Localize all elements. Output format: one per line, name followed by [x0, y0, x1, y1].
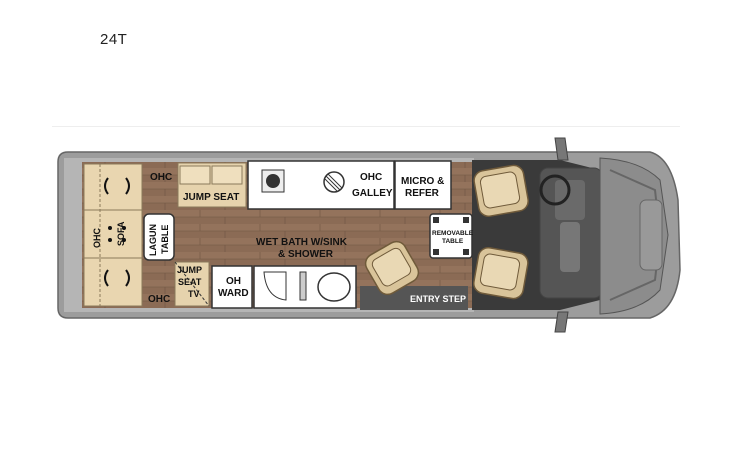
galley: [247, 160, 395, 210]
label-sofa: SOFA: [116, 221, 126, 246]
label-ohc-side: OHC: [92, 228, 102, 249]
rear-sofa: [83, 163, 143, 307]
driver-seat: [473, 164, 529, 217]
label-ohc-galley-2: GALLEY: [352, 188, 393, 199]
model-label: 24T: [100, 31, 128, 48]
label-lagun-2: TABLE: [160, 225, 170, 254]
label-jumpseat-tv-3: TV: [188, 289, 200, 299]
swivel-chair: [364, 240, 420, 296]
divider: [52, 126, 680, 127]
label-ohc-bottom-left: OHC: [148, 294, 170, 305]
oh-wardrobe: [211, 265, 253, 309]
wet-bath: [253, 265, 357, 309]
mirror-top-icon: [554, 137, 569, 161]
entry-step: [360, 286, 468, 310]
label-micro-1: MICRO &: [401, 176, 444, 187]
label-entry-step: ENTRY STEP: [410, 294, 466, 304]
lagun-table: [143, 213, 175, 261]
label-wetbath-2: & SHOWER: [278, 249, 334, 260]
removable-table: [429, 213, 473, 259]
label-ohc-top-left: OHC: [150, 172, 172, 183]
label-wetbath-1: WET BATH W/SINK: [256, 237, 348, 248]
label-oh-ward-2: WARD: [218, 288, 249, 299]
label-micro-2: REFER: [405, 188, 440, 199]
label-jumpseat-tv-2: SEAT: [178, 277, 202, 287]
label-jump-seat: JUMP SEAT: [183, 192, 239, 203]
label-jumpseat-tv-1: JUMP: [177, 265, 202, 275]
passenger-seat: [473, 247, 529, 300]
hood: [599, 157, 669, 315]
mirror-bottom-icon: [554, 311, 569, 333]
label-removable-2: TABLE: [442, 238, 464, 245]
label-lagun-1: LAGUN: [148, 224, 158, 256]
jump-seat-tv: [174, 261, 210, 307]
steering-wheel-icon: [539, 174, 571, 206]
label-oh-ward-1: OH: [226, 276, 241, 287]
label-removable-1: REMOVABLE: [432, 230, 474, 237]
micro-refer: [394, 160, 452, 210]
jump-seat-top: [177, 162, 247, 208]
label-ohc-galley-1: OHC: [360, 172, 382, 183]
